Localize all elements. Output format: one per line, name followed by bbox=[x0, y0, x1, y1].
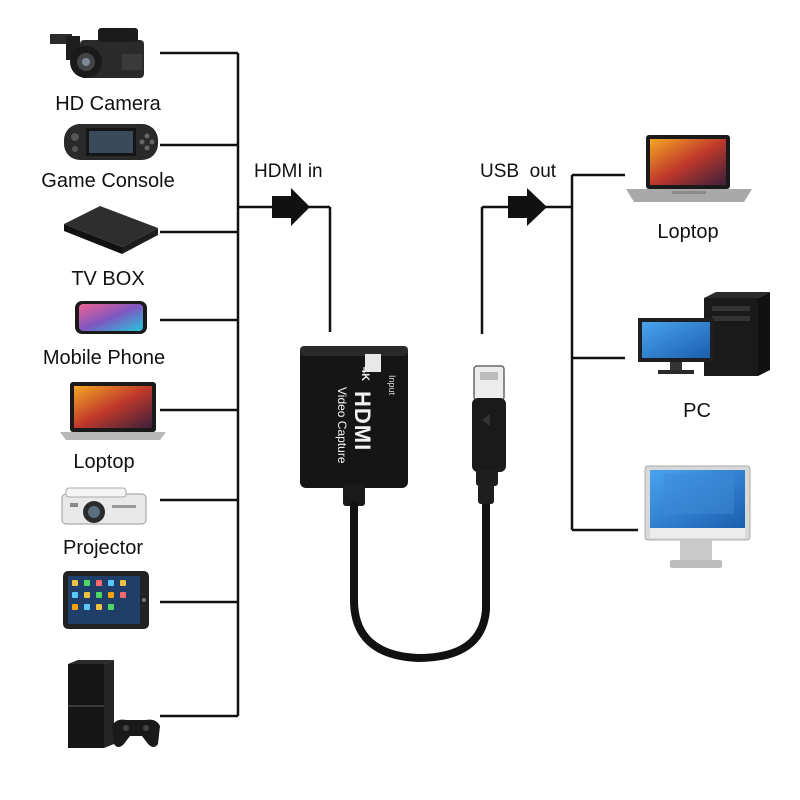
usb-cable bbox=[350, 498, 490, 663]
source-label-tv-box: TV BOX bbox=[71, 268, 145, 290]
game-console-controller-icon bbox=[68, 660, 160, 748]
usb-connector-icon bbox=[472, 365, 506, 504]
source-label-game-console: Game Console bbox=[41, 170, 175, 192]
source-label-laptop: Loptop bbox=[73, 451, 135, 473]
tv-box-icon bbox=[64, 206, 158, 254]
device-4k-badge: 4K bbox=[359, 367, 371, 382]
device-name: Video Capture bbox=[335, 387, 349, 464]
source-label-projector: Projector bbox=[62, 537, 144, 559]
source-label-mobile-phone: Mobile Phone bbox=[42, 347, 166, 369]
projector-icon bbox=[61, 487, 147, 525]
usb-out-arrow-icon bbox=[508, 188, 547, 226]
right-connector-lines bbox=[480, 173, 638, 532]
tablet-icon bbox=[63, 571, 149, 629]
target-label-pc: PC bbox=[683, 400, 711, 422]
target-label-laptop: Loptop bbox=[657, 221, 719, 243]
monitor-icon bbox=[644, 465, 751, 568]
hdmi-port-icon bbox=[365, 354, 381, 372]
handheld-console-icon bbox=[64, 124, 158, 160]
usb-out-label: USB out bbox=[480, 161, 557, 182]
laptop-icon bbox=[60, 382, 166, 440]
device-brand-text: HDMI bbox=[350, 391, 375, 452]
hdmi-in-arrow-icon bbox=[272, 188, 310, 226]
device-label-group: Input HDMI Video Capture 4K bbox=[283, 363, 425, 471]
source-label-hd-camera: HD Camera bbox=[55, 93, 161, 115]
smartphone-icon bbox=[75, 301, 147, 334]
laptop-icon-right bbox=[626, 135, 752, 202]
desktop-pc-icon bbox=[638, 292, 770, 376]
hdmi-in-label: HDMI in bbox=[254, 161, 323, 182]
capture-device bbox=[300, 346, 408, 506]
camcorder-icon bbox=[50, 28, 144, 78]
device-port-label: Input bbox=[387, 375, 397, 396]
